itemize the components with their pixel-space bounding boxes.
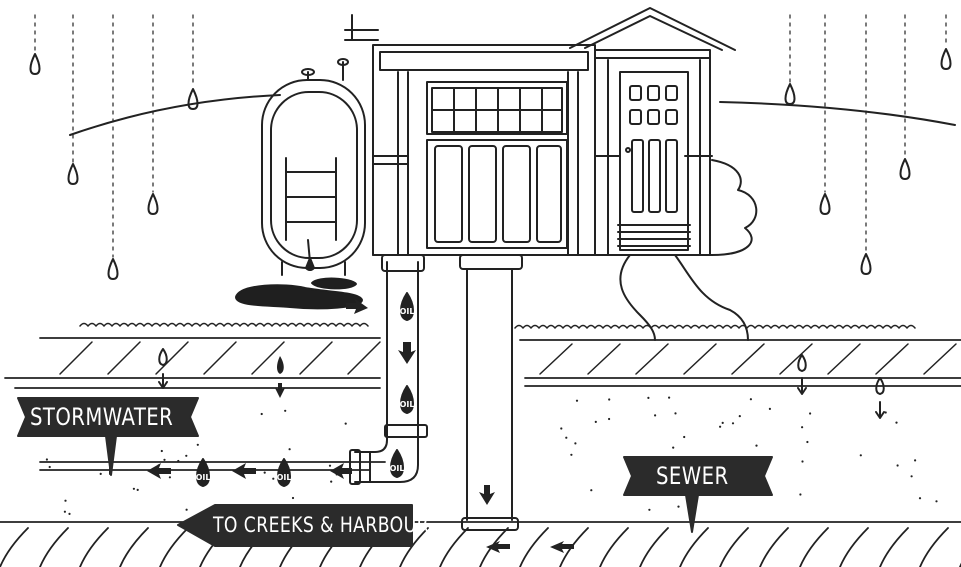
oil-spill-small [312, 279, 356, 289]
arrow-left-icon [147, 463, 171, 479]
oil-label: OIL [277, 473, 292, 482]
rain-drop [901, 159, 910, 179]
rain-drop [149, 194, 158, 214]
rain-drop [69, 164, 78, 184]
sewer-pipe [460, 255, 522, 530]
grass-line-right [515, 326, 915, 329]
soil-hatching [60, 342, 956, 374]
oil-drip [306, 258, 314, 270]
arrow-down-icon [479, 485, 495, 505]
rain-drop [189, 89, 198, 109]
arrow-down-icon [277, 356, 284, 374]
bush [712, 160, 756, 255]
arrow-left-icon [232, 463, 256, 479]
bedrock-hatching [0, 528, 961, 567]
infiltration-drops [159, 349, 884, 418]
rain-drop [942, 49, 951, 69]
rain-drop [786, 84, 795, 104]
sewer-label: SEWER [656, 464, 729, 488]
arrow-right-icon [550, 541, 574, 553]
oil-label: OIL [196, 473, 211, 482]
stormwater-label: STORMWATER [30, 405, 173, 429]
grass-line [80, 324, 368, 327]
oil-label: OIL [390, 464, 405, 473]
oil-label: OIL [400, 307, 415, 316]
downspout-pipe [350, 255, 427, 484]
arrow-left-icon [330, 463, 352, 479]
right-hill [720, 102, 955, 125]
house [345, 8, 756, 340]
oil-label: OIL [400, 400, 415, 409]
rain-drop [109, 259, 118, 279]
rain-drop [862, 254, 871, 274]
arrow-down-icon [398, 342, 416, 364]
arrow-down-icon [275, 383, 285, 398]
oil-labels: OIL OIL OIL OIL OIL [196, 307, 415, 482]
creeks-label: TO CREEKS & HARBOUR [213, 515, 429, 536]
left-hill [70, 95, 280, 135]
oil-droplets [197, 293, 413, 486]
rain-drop [821, 194, 830, 214]
oil-tank [262, 59, 365, 275]
rain-drop [31, 54, 40, 74]
